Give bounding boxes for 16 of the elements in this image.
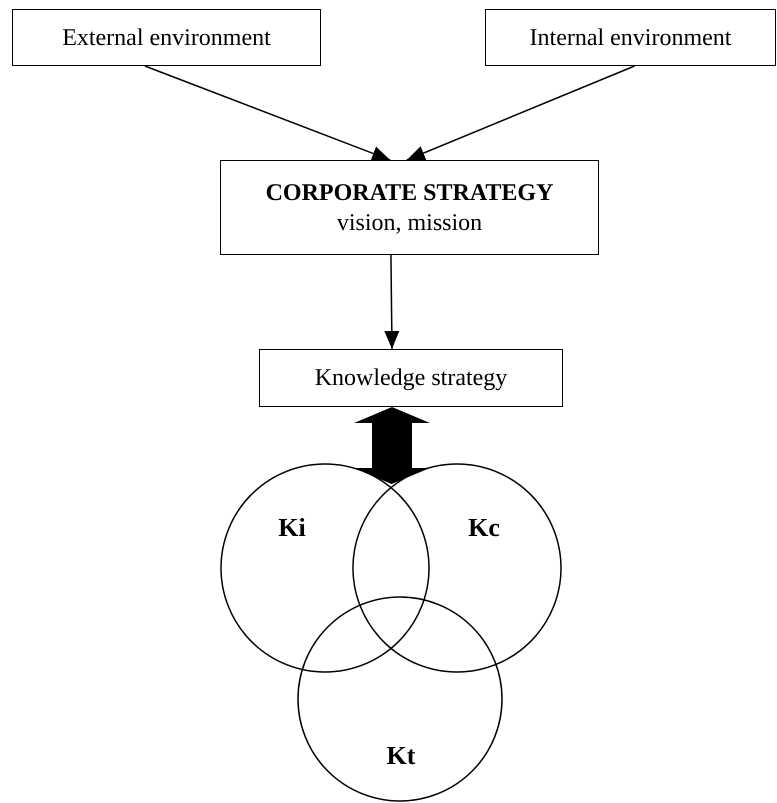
arrow [406,65,635,161]
box-text: Internal environment [530,24,732,52]
arrow [144,65,390,161]
box-text: External environment [62,24,271,52]
strategy-box [220,160,599,255]
circle-label: Kt [386,741,416,771]
process-box [485,9,776,66]
process-box [12,9,321,66]
box-text: vision, mission [336,208,482,238]
thick-double-arrow [354,407,430,484]
box-text: Knowledge strategy [314,364,508,393]
circle-label: Kc [468,513,500,543]
arrow [384,255,400,349]
strategy-box [259,349,563,407]
circle-label: Ki [278,513,306,543]
box-heading: CORPORATE STRATEGY [266,178,554,208]
